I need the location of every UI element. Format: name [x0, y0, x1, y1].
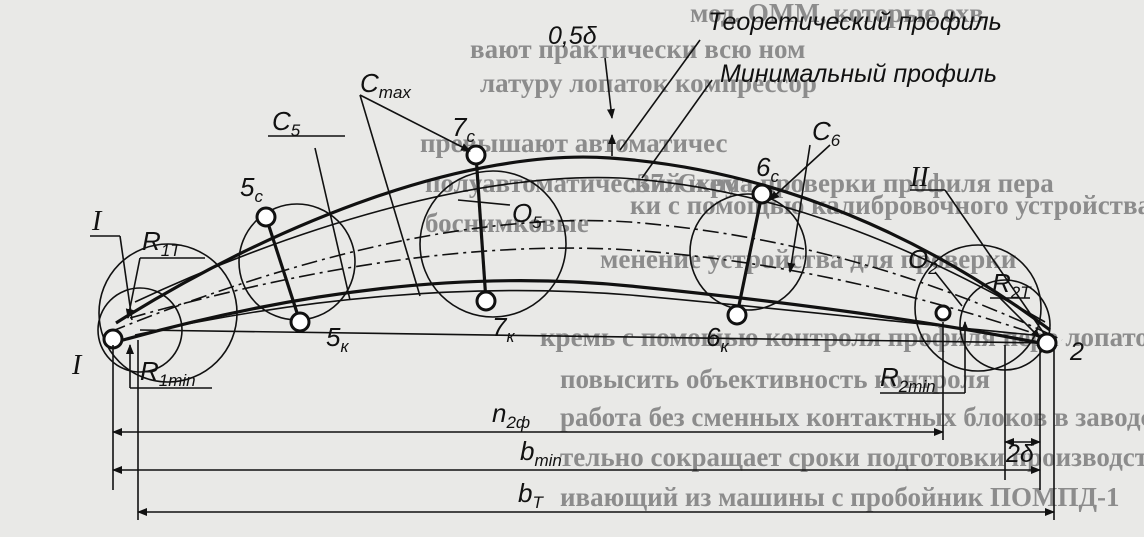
- leader-o5: [457, 199, 511, 206]
- leader-roman-2: [944, 189, 1046, 336]
- minimal-profile-back: [134, 176, 1046, 323]
- contact-points: [102, 144, 1058, 354]
- label-r2min: R2min: [880, 362, 936, 396]
- mean-line: [109, 219, 1063, 341]
- point-6c: [751, 183, 773, 205]
- label-5c: 5c: [240, 172, 263, 206]
- label-o2: O2: [908, 244, 938, 278]
- bg-line: боснимковые: [425, 208, 589, 238]
- point-2: [1036, 332, 1058, 354]
- leader-o2: [934, 271, 963, 307]
- bg-line: тельно сокращает сроки подготовки произв…: [560, 442, 1144, 472]
- edge-chord: [139, 329, 1048, 344]
- label-bmin: bmin: [520, 436, 562, 470]
- bg-line: работа без сменных контактных блоков в з…: [560, 402, 1144, 432]
- label-2delta: 2δ: [1005, 440, 1035, 468]
- point-5k: [289, 311, 311, 333]
- circle-o5: [419, 170, 567, 318]
- label-7k: 7к: [492, 312, 515, 346]
- bg-line: мод. ОММ, которые охв: [690, 0, 984, 28]
- minimal-profile-face: [134, 289, 1046, 337]
- bg-line: ивающий из машины с пробойник ПОМПД-1: [560, 482, 1120, 512]
- label-6k: 6к: [706, 322, 729, 356]
- point-5c: [255, 206, 277, 228]
- point-7k: [475, 290, 497, 312]
- point-7c: [465, 144, 487, 166]
- bg-line: вают практически всю ном: [470, 34, 805, 64]
- bg-line: менение устройства для проверки: [600, 244, 1016, 274]
- point-o2: [934, 304, 952, 322]
- label-theoretical-profile: Теоретический профиль: [708, 8, 1002, 36]
- dim-half-delta-top: [604, 57, 615, 119]
- dim-cmax-left: [359, 94, 421, 297]
- label-r1t: R1T: [142, 226, 182, 260]
- label-roman-2: II: [909, 162, 930, 193]
- circle-c5: [238, 203, 356, 321]
- label-c6: C6: [812, 116, 841, 150]
- contact-chords: [139, 154, 1048, 344]
- label-cmax: Cmax: [360, 68, 411, 102]
- bg-line: ки с помощью калибровочного устройства: [630, 190, 1144, 220]
- bg-line: полуавтоматический и ру: [425, 168, 739, 198]
- label-r1min: R1min: [140, 356, 196, 390]
- dim-c6-top: [769, 144, 831, 201]
- labels: Теоретический профиль Минимальный профил…: [71, 8, 1084, 512]
- circle-o2: [914, 244, 1042, 372]
- dimension-chains: [112, 322, 1055, 520]
- leader-lines: [90, 39, 1046, 394]
- leader-minimal: [641, 79, 713, 179]
- label-roman-1-top: I: [91, 206, 103, 237]
- label-5k: 5к: [326, 322, 349, 356]
- label-bt: bT: [518, 478, 544, 512]
- label-6c: 6c: [756, 152, 779, 186]
- dim-c5-line: [314, 147, 351, 301]
- leader-roman-1: [119, 235, 133, 321]
- dim-c6-bottom: [787, 144, 811, 273]
- bg-line: .37. Схема проверки профиля пера: [630, 168, 1054, 198]
- label-n2f: n2ф: [492, 398, 530, 432]
- circle-c6: [689, 193, 807, 311]
- chord-c5: [264, 216, 302, 323]
- label-7c: 7c: [452, 112, 475, 146]
- point-6k: [726, 304, 748, 326]
- dim-r2t: [999, 297, 1041, 339]
- label-roman-1-bottom: I: [71, 350, 83, 381]
- bg-line: латуру лопаток компрессор: [480, 68, 817, 98]
- theoretical-profile-back: [115, 155, 1051, 332]
- label-o5: O5: [512, 198, 542, 232]
- leader-theoretical: [619, 39, 701, 151]
- chord-c6: [735, 193, 764, 316]
- bg-line: повысить объективность контроля: [560, 364, 990, 394]
- label-minimal-profile: Минимальный профиль: [720, 60, 997, 88]
- chord-cmax: [474, 154, 488, 302]
- dim-cmax-top: [359, 94, 471, 152]
- label-half-delta: 0,5δ: [548, 22, 598, 50]
- label-c5: C5: [272, 106, 301, 140]
- label-r2t: R2T: [992, 268, 1032, 302]
- label-point-2: 2: [1069, 338, 1084, 366]
